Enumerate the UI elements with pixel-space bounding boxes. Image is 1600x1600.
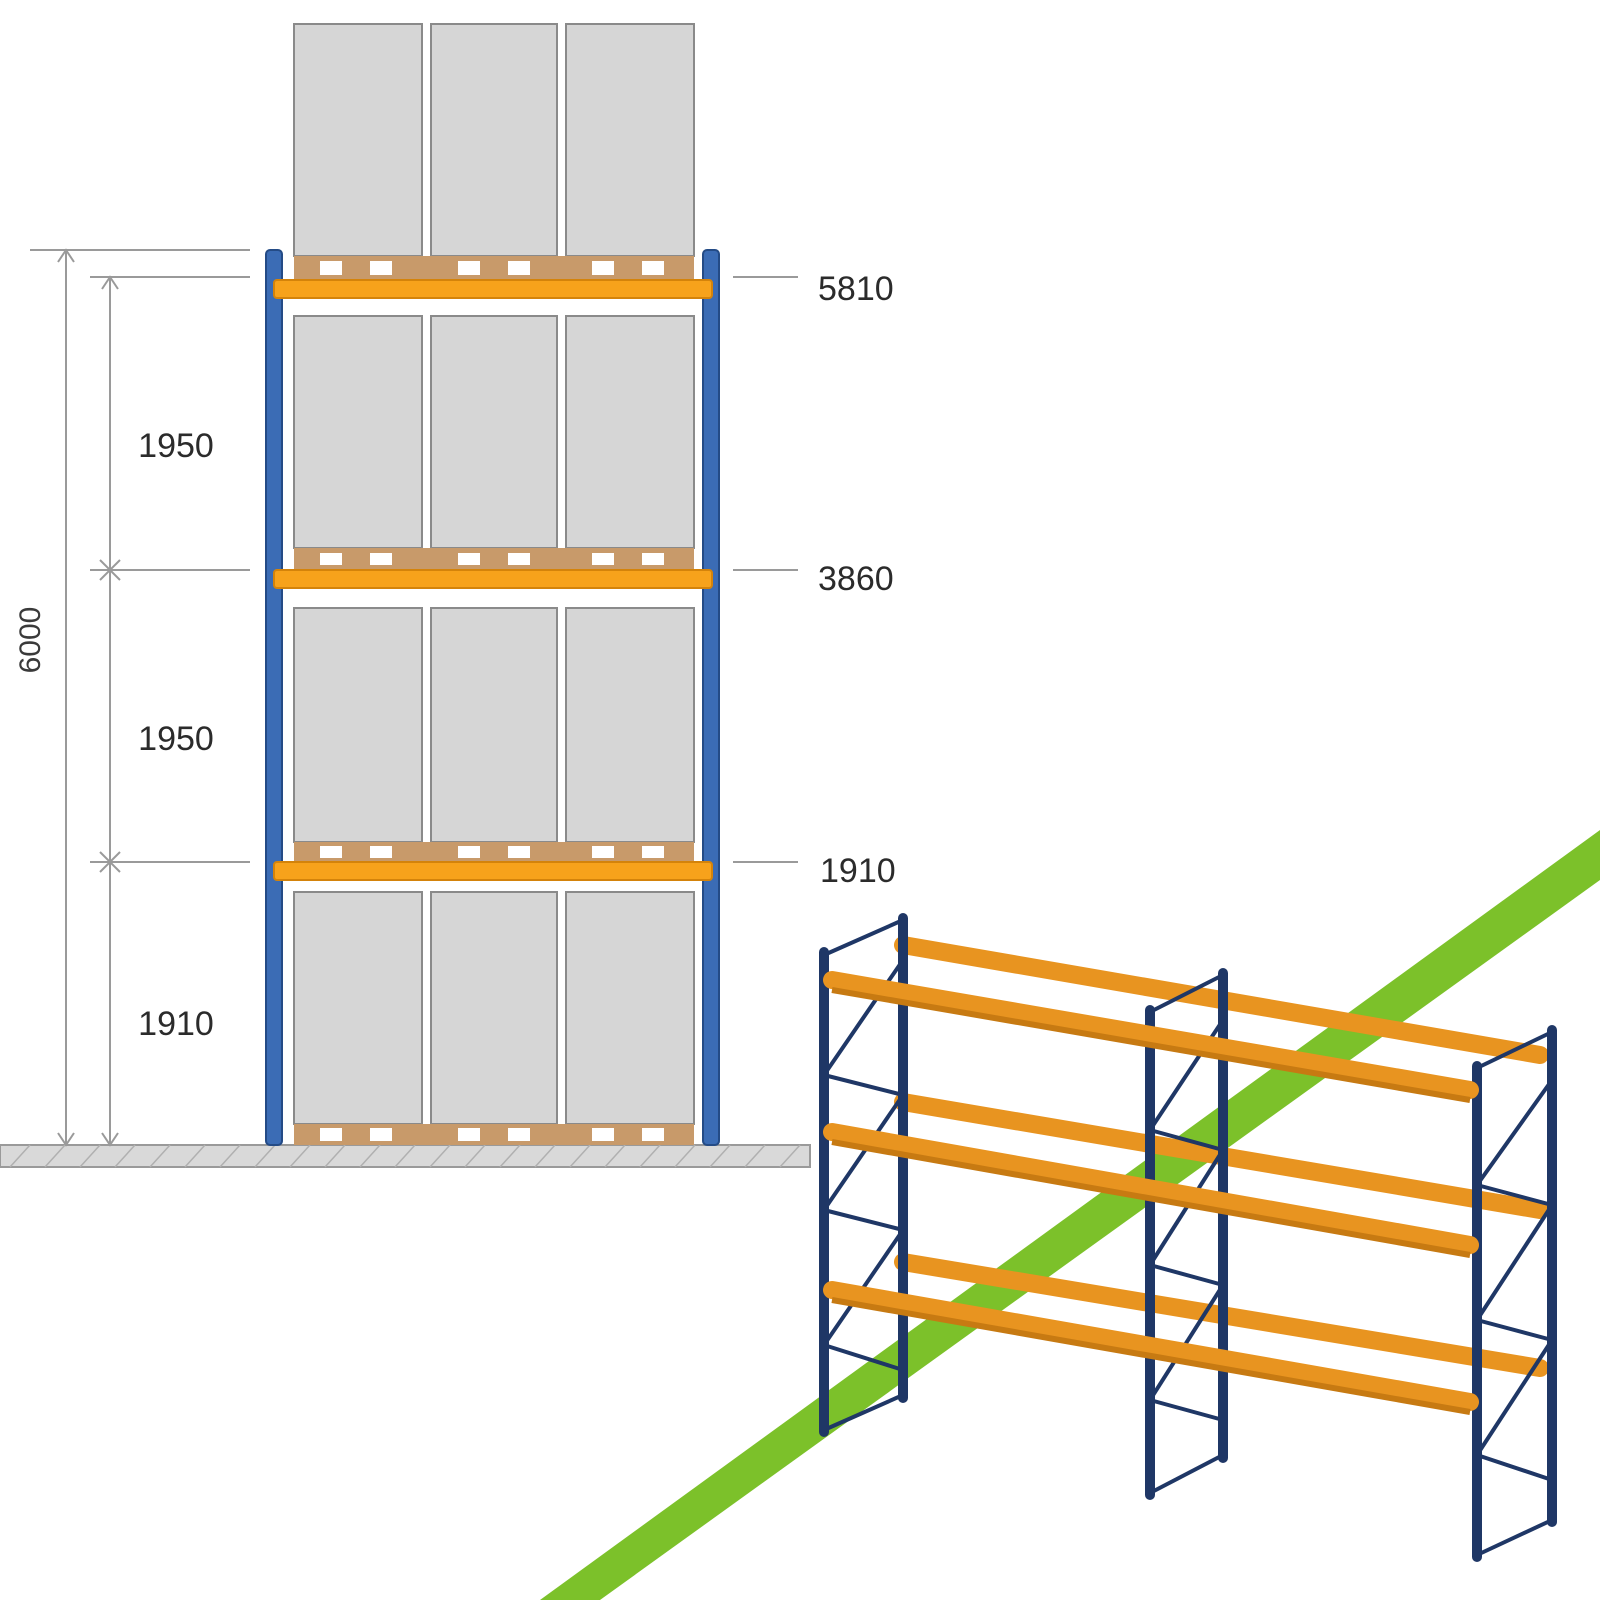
- dimension-spacing-middle: 1950: [138, 720, 214, 758]
- load-level-2: [293, 607, 695, 862]
- pallet: [294, 1124, 694, 1145]
- load-level-floor: [293, 891, 695, 1145]
- beam-5810: [273, 279, 713, 299]
- load-box: [430, 607, 558, 843]
- floor-hatching: [9, 1144, 801, 1168]
- beam-elevation-top: 5810: [818, 270, 894, 308]
- dimension-spacing-lower: 1910: [138, 1005, 214, 1043]
- beam-1910: [273, 861, 713, 881]
- dimension-spacing-upper: 1950: [138, 427, 214, 465]
- pallet: [294, 842, 694, 862]
- load-box: [430, 891, 558, 1125]
- upright-frame-right: [1472, 1025, 1557, 1562]
- load-box: [565, 607, 695, 843]
- dimension-total-height: 6000: [14, 607, 47, 674]
- beam-elevation-bottom: 1910: [820, 852, 896, 890]
- load-box: [565, 891, 695, 1125]
- load-box: [430, 23, 558, 257]
- load-level-top: [293, 23, 695, 280]
- beam-elevation-middle: 3860: [818, 560, 894, 598]
- load-box: [565, 315, 695, 549]
- dimension-lines: [30, 248, 798, 1147]
- load-box: [565, 23, 695, 257]
- upright-left: [265, 249, 283, 1146]
- front-elevation: 6000 1950 1950 1910 5810 3860 1910: [0, 23, 896, 1168]
- load-box: [293, 607, 423, 843]
- load-box: [293, 891, 423, 1125]
- pallet: [294, 256, 694, 280]
- upright-right: [702, 249, 720, 1146]
- racking-3d-view: [819, 913, 1557, 1562]
- load-level-3: [293, 315, 695, 570]
- pallet: [294, 548, 694, 570]
- front-beams: [823, 971, 1479, 1415]
- load-box: [293, 315, 423, 549]
- floor-marking-line: [540, 830, 1600, 1600]
- beam-3860: [273, 569, 713, 589]
- load-box: [293, 23, 423, 257]
- load-box: [430, 315, 558, 549]
